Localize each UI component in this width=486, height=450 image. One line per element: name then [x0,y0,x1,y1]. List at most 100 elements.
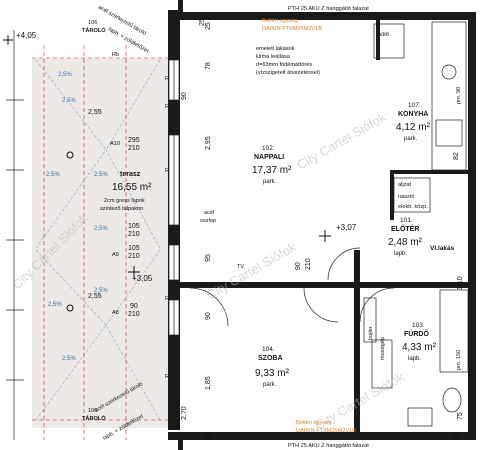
pth-label-bottom: PTH 25 AKU Z hanggátló falazat [288,443,369,449]
outlet-label: aljzat [398,182,412,188]
r-label: R [165,104,169,110]
watermark: City Cartel Siófok [294,109,389,172]
terrace-drain [66,304,74,312]
ac-unit-model: DAIKIN FTXM25M2V1B [262,26,322,32]
storage-name: TÁROLÓ [82,414,106,422]
dimension: 25 [199,18,206,26]
wall [168,12,474,20]
shower-tray [439,289,469,373]
storage-number: 106 [88,20,97,26]
dimension: 90 [130,303,138,310]
ac-note: d=63mm födémáttörés [256,62,312,68]
axis-label: A9 [112,252,119,258]
panel-label: elektr. közp. [398,204,428,210]
kitchen-area: 4,12 m² [396,122,431,133]
axis-label: A8 [112,310,119,316]
terrace-note: 2cm gress lapok [104,198,145,204]
dimension: 82 [453,152,460,160]
dimension: 2,70 [181,406,188,420]
dimension: 25 [453,432,460,440]
bathroom-area: 4,33 m² [402,342,437,353]
ac-note: klíma leállása [256,54,291,60]
slope-label: 2,5% [48,302,62,308]
washbasin [407,407,433,427]
fridge [373,23,405,59]
living-room-floor: park. [263,179,277,185]
ac-unit-model: DAIKIN FTXM25M2V1B [296,428,356,434]
bathroom-number: 103. [412,322,425,329]
slope-label: 2,5% [46,172,60,178]
slope-label: 2,5% [62,98,76,104]
dimension: 90 [205,312,212,320]
slope-label: 2,5% [94,226,108,232]
sink [441,64,457,80]
cooktop [435,119,463,147]
wall [178,440,183,450]
bedroom-area: 9,33 m² [255,368,290,379]
wall [390,170,470,174]
steel-column-label: acél [204,210,214,216]
terrace-area: 16,55 m² [112,182,152,193]
dimension: 295 [128,137,140,144]
hall-floor: lapb. [394,251,407,257]
terrace-fill [32,58,168,428]
dimension: 210 [128,253,140,260]
pm-label: pm. 90 [456,87,462,104]
dimension: 25 [205,22,212,30]
outlet-label: nasztó [398,194,414,200]
living-room-name: NAPPALI [254,154,284,161]
pm-label: pm. 150 [456,350,462,370]
washing-machine [371,339,393,389]
bedroom-name: SZOBA [258,355,283,362]
door-swing [327,247,361,281]
dimension: 2,95 [205,136,212,150]
bathroom-name: FÜRDŐ [404,329,429,338]
door-swing [359,287,395,323]
hall-area: 2,48 m² [388,237,423,248]
terrace-name: terasz [120,171,141,178]
toilet [442,387,462,413]
terrace-note: szintező talpakon [100,206,143,212]
kitchen-floor: park. [404,136,418,142]
electrical-panel [393,177,431,213]
r-label: R [165,374,169,380]
wall [390,170,394,220]
ac-note: (vízszigetelt átvezetéssel) [256,70,320,76]
bedroom-number: 104. [262,346,275,353]
level-label: +3,07 [336,223,357,232]
dimension: 25 [205,432,212,440]
dimension: 90 [295,262,302,270]
wall [376,20,380,60]
living-room-number: 102. [262,145,275,152]
left-dimension-line [6,30,24,440]
steel-column-label: oszlop [200,218,216,224]
dimension: 1,10 [457,276,464,290]
dimension: 78 [205,62,212,70]
watermark: City Cartel Siófok [204,239,299,302]
storage-number: 106 [88,408,97,414]
flat-label: VI.lakás [430,245,455,252]
slope-label: 2,5% [58,72,72,78]
dimension: 210 [128,145,140,152]
door-swing [303,287,339,323]
bedroom-floor: park. [263,382,277,388]
r-label: R [165,296,169,302]
r-label: R [165,76,169,82]
wall [178,0,183,12]
boiler-label: bojler [368,326,374,340]
door-swing [189,287,229,327]
dimension: 2,55 [88,293,102,300]
wall [360,282,470,288]
slope-label: 2,5% [94,172,108,178]
dimension: 75 [457,412,464,420]
tv-label: TV [237,264,244,270]
dimension: 90 [181,92,188,100]
terrace-slope-lines [35,59,161,421]
wall [180,282,360,288]
dimension: 2,55 [88,109,102,116]
slope-label: 2,5% [94,288,108,294]
kitchen-counter [431,21,467,171]
dimension: 105 [128,223,140,230]
bathroom-floor: lapb. [408,356,421,362]
ac-unit-label: Beltéri egység [296,420,331,426]
